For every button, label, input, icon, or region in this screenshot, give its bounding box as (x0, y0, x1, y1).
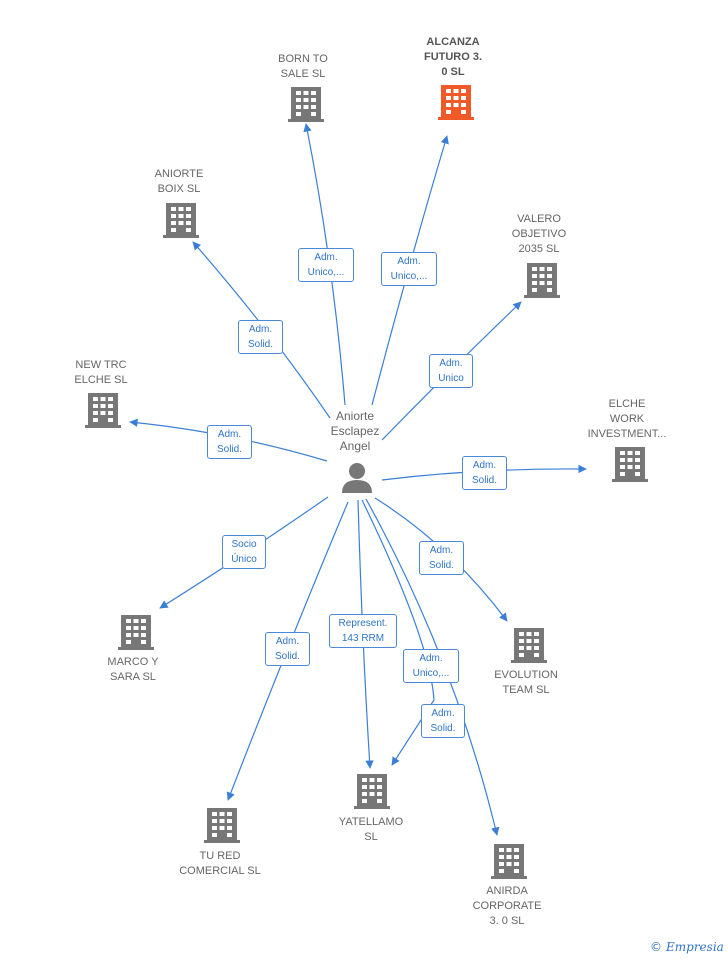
node-label-tu-red-comercial[interactable]: TU RED COMERCIAL SL (179, 850, 261, 877)
copyright-symbol: © (650, 940, 662, 954)
brand-name: Empresia (666, 940, 724, 954)
edge-label-born-to-sale[interactable]: Adm. Unico,... (298, 248, 354, 282)
edge-label-marco-y-sara[interactable]: Socio Único (222, 535, 266, 569)
edge-label-valero-objetivo[interactable]: Adm. Unico (429, 354, 473, 388)
node-label-new-trc-elche[interactable]: NEW TRC ELCHE SL (74, 359, 128, 386)
node-label-elche-work[interactable]: ELCHE WORK INVESTMENT... (587, 398, 667, 440)
building-icon[interactable] (204, 808, 240, 843)
brand-logo[interactable]: © Empresia (650, 940, 724, 954)
node-label-born-to-sale[interactable]: BORN TO SALE SL (278, 53, 328, 80)
edge-label-yatellamo-represent[interactable]: Represent. 143 RRM (329, 614, 397, 648)
building-icon[interactable] (118, 615, 154, 650)
person-icon[interactable] (342, 463, 372, 493)
building-icon[interactable] (163, 203, 199, 238)
edge-label-tu-red-comercial[interactable]: Adm. Solid. (265, 632, 310, 666)
edge-label-alcanza-futuro[interactable]: Adm. Unico,... (381, 252, 437, 286)
building-icon[interactable] (85, 393, 121, 428)
edge-label-anirda-corporate[interactable]: Adm. Unico,... (403, 649, 459, 683)
edge-label-elche-work[interactable]: Adm. Solid. (462, 456, 507, 490)
building-icon[interactable] (511, 628, 547, 663)
building-icon[interactable] (612, 447, 648, 482)
node-label-marco-y-sara[interactable]: MARCO Y SARA SL (107, 656, 159, 683)
edge-label-aniorte-boix[interactable]: Adm. Solid. (238, 320, 283, 354)
edge-label-yatellamo-adm[interactable]: Adm. Solid. (421, 704, 465, 738)
building-icon[interactable] (288, 87, 324, 122)
edge-label-new-trc-elche[interactable]: Adm. Solid. (207, 425, 252, 459)
node-label-aniorte-boix[interactable]: ANIORTE BOIX SL (154, 168, 204, 195)
node-label-alcanza-futuro[interactable]: ALCANZA FUTURO 3. 0 SL (423, 36, 483, 78)
center-person-label[interactable]: Aniorte Esclapez Angel (330, 409, 380, 453)
edge-line-yatellamo-adm (361, 499, 435, 766)
building-icon[interactable] (491, 844, 527, 879)
building-icon-highlighted[interactable] (438, 85, 474, 120)
node-label-yatellamo[interactable]: YATELLAMO SL (338, 816, 404, 843)
building-icon[interactable] (524, 263, 560, 298)
node-label-anirda-corporate[interactable]: ANIRDA CORPORATE 3. 0 SL (472, 885, 542, 927)
node-label-valero-objetivo[interactable]: VALERO OBJETIVO 2035 SL (511, 213, 567, 255)
edge-label-evolution-team[interactable]: Adm. Solid. (419, 541, 464, 575)
building-icon[interactable] (354, 774, 390, 809)
node-label-evolution-team[interactable]: EVOLUTION TEAM SL (494, 669, 558, 696)
